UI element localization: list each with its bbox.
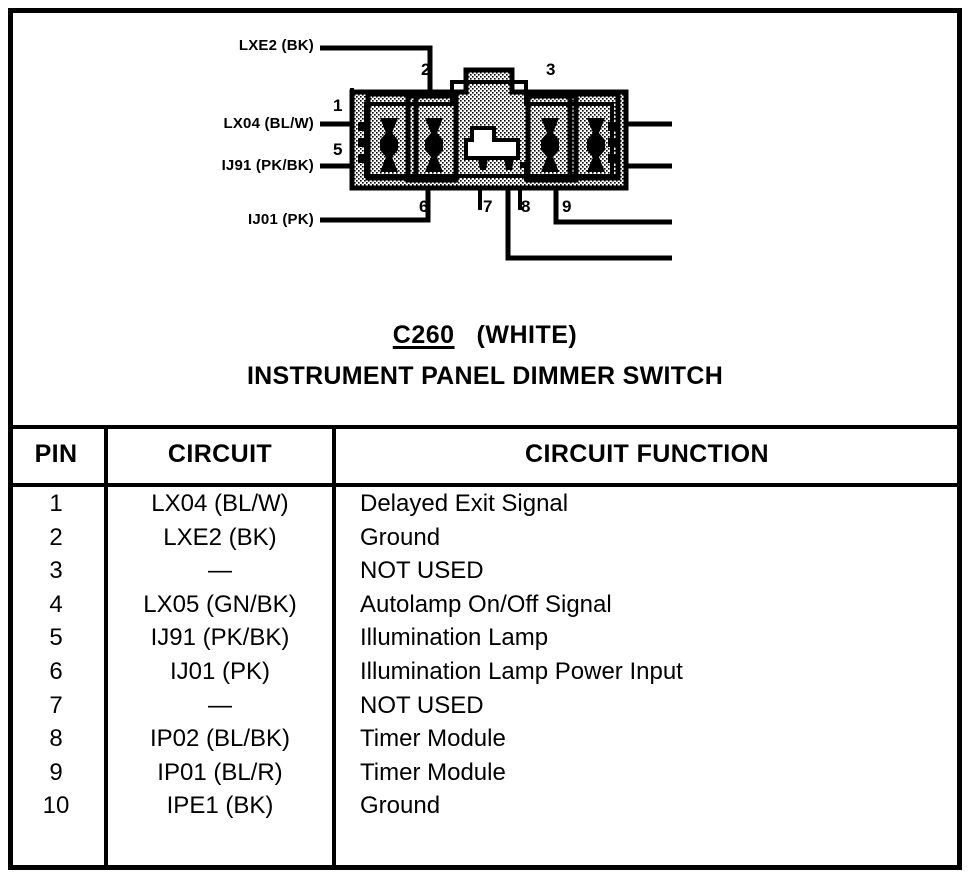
wire-label-ij01: IJ01 (PK) bbox=[248, 211, 314, 228]
cell-circuit: — bbox=[208, 691, 232, 719]
cell-circuit: IJ01 (PK) bbox=[169, 657, 271, 685]
pin-callout-5: 5 bbox=[333, 140, 343, 159]
cell-pin: 2 bbox=[49, 523, 63, 551]
wire-label-lxe2: LXE2 (BK) bbox=[238, 37, 314, 54]
pin-callout-6: 6 bbox=[419, 197, 429, 216]
column-header-pin: PIN bbox=[34, 440, 78, 468]
cell-pin: 6 bbox=[49, 657, 63, 685]
cell-function: Ground bbox=[360, 523, 441, 551]
pin-callout-2: 2 bbox=[421, 60, 431, 79]
cell-circuit: LX05 (GN/BK) bbox=[143, 590, 297, 618]
pin-callout-8: 8 bbox=[521, 197, 531, 216]
cell-function: Timer Module bbox=[360, 758, 506, 786]
cell-pin: 5 bbox=[49, 624, 63, 652]
table-row: 6 IJ01 (PK) Illumination Lamp Power Inpu… bbox=[8, 655, 962, 689]
cell-circuit: LX04 (BL/W) bbox=[151, 490, 289, 517]
table-header-rule bbox=[8, 483, 962, 487]
cell-function: NOT USED bbox=[360, 557, 484, 585]
pin-callout-9: 9 bbox=[562, 197, 572, 216]
table-row: 8 IP02 (BL/BK) Timer Module bbox=[8, 722, 962, 756]
connector-id-line: C260 (WHITE) bbox=[13, 318, 957, 352]
cell-function: NOT USED bbox=[360, 691, 484, 719]
cell-pin: 3 bbox=[49, 557, 63, 585]
terminal-contacts bbox=[380, 118, 605, 172]
wire-label-lx04: LX04 (BL/W) bbox=[223, 115, 314, 132]
cell-circuit: IJ91 (PK/BK) bbox=[150, 624, 290, 652]
table-row: 3 — NOT USED bbox=[8, 554, 962, 588]
table-row: 7 — NOT USED bbox=[8, 689, 962, 723]
pin-leader-lines bbox=[350, 88, 522, 210]
cell-function: Autolamp On/Off Signal bbox=[360, 590, 612, 618]
cell-circuit: LXE2 (BK) bbox=[163, 523, 277, 551]
column-divider-circuit-function bbox=[332, 429, 336, 870]
table-row: 5 IJ91 (PK/BK) Illumination Lamp bbox=[8, 621, 962, 655]
connector-color: (WHITE) bbox=[476, 321, 578, 349]
table-row: 10 IPE1 (BK) Ground bbox=[8, 789, 962, 823]
terminal-cavities bbox=[365, 91, 621, 183]
pin-callout-7: 7 bbox=[483, 197, 493, 216]
connector-drawing-svg bbox=[320, 45, 672, 261]
cell-pin: 10 bbox=[42, 792, 70, 820]
cell-circuit: — bbox=[208, 557, 232, 585]
retention-ribs bbox=[358, 122, 620, 163]
page-border bbox=[8, 8, 962, 870]
cell-circuit: IPE1 (BK) bbox=[166, 792, 274, 820]
column-header-circuit-function: CIRCUIT FUNCTION bbox=[525, 440, 769, 468]
connector-id: C260 bbox=[392, 321, 455, 349]
connector-name: INSTRUMENT PANEL DIMMER SWITCH bbox=[246, 362, 724, 390]
table-row: 9 IP01 (BL/R) Timer Module bbox=[8, 756, 962, 790]
cell-pin: 7 bbox=[49, 691, 63, 719]
pin-callout-1: 1 bbox=[333, 96, 343, 115]
connector-diagram: LXE2 (BK) LX04 (BL/W) IJ91 (PK/BK) IJ01 … bbox=[0, 0, 976, 300]
cell-pin: 9 bbox=[49, 758, 63, 786]
column-divider-pin-circuit bbox=[104, 429, 108, 870]
cell-function: Illumination Lamp Power Input bbox=[360, 657, 683, 685]
wire-label-ij91: IJ91 (PK/BK) bbox=[221, 157, 314, 174]
table-row: 4 LX05 (GN/BK) Autolamp On/Off Signal bbox=[8, 588, 962, 622]
table-body: 1 LX04 (BL/W) Delayed Exit Signal 2 LXE2… bbox=[8, 487, 962, 823]
title-block: C260 (WHITE) INSTRUMENT PANEL DIMMER SWIT… bbox=[13, 318, 957, 391]
cell-function: Ground bbox=[360, 792, 441, 820]
table-row: 1 LX04 (BL/W) Delayed Exit Signal bbox=[8, 487, 962, 521]
column-header-circuit: CIRCUIT bbox=[167, 440, 273, 468]
cell-function: Timer Module bbox=[360, 725, 506, 753]
cell-pin: 1 bbox=[49, 490, 63, 517]
table-row: 2 LXE2 (BK) Ground bbox=[8, 521, 962, 555]
cell-function: Illumination Lamp bbox=[360, 624, 549, 652]
locking-latch bbox=[464, 126, 530, 180]
table-header-row: PIN CIRCUIT CIRCUIT FUNCTION bbox=[8, 429, 962, 483]
cell-circuit: IP02 (BL/BK) bbox=[149, 725, 291, 753]
cell-pin: 4 bbox=[49, 590, 63, 618]
cell-circuit: IP01 (BL/R) bbox=[157, 758, 283, 786]
pin-callout-3: 3 bbox=[546, 60, 556, 79]
cell-function: Delayed Exit Signal bbox=[360, 490, 569, 517]
pin-table: PIN CIRCUIT CIRCUIT FUNCTION 1 LX04 (BL/… bbox=[8, 425, 962, 870]
cell-pin: 8 bbox=[49, 725, 63, 753]
